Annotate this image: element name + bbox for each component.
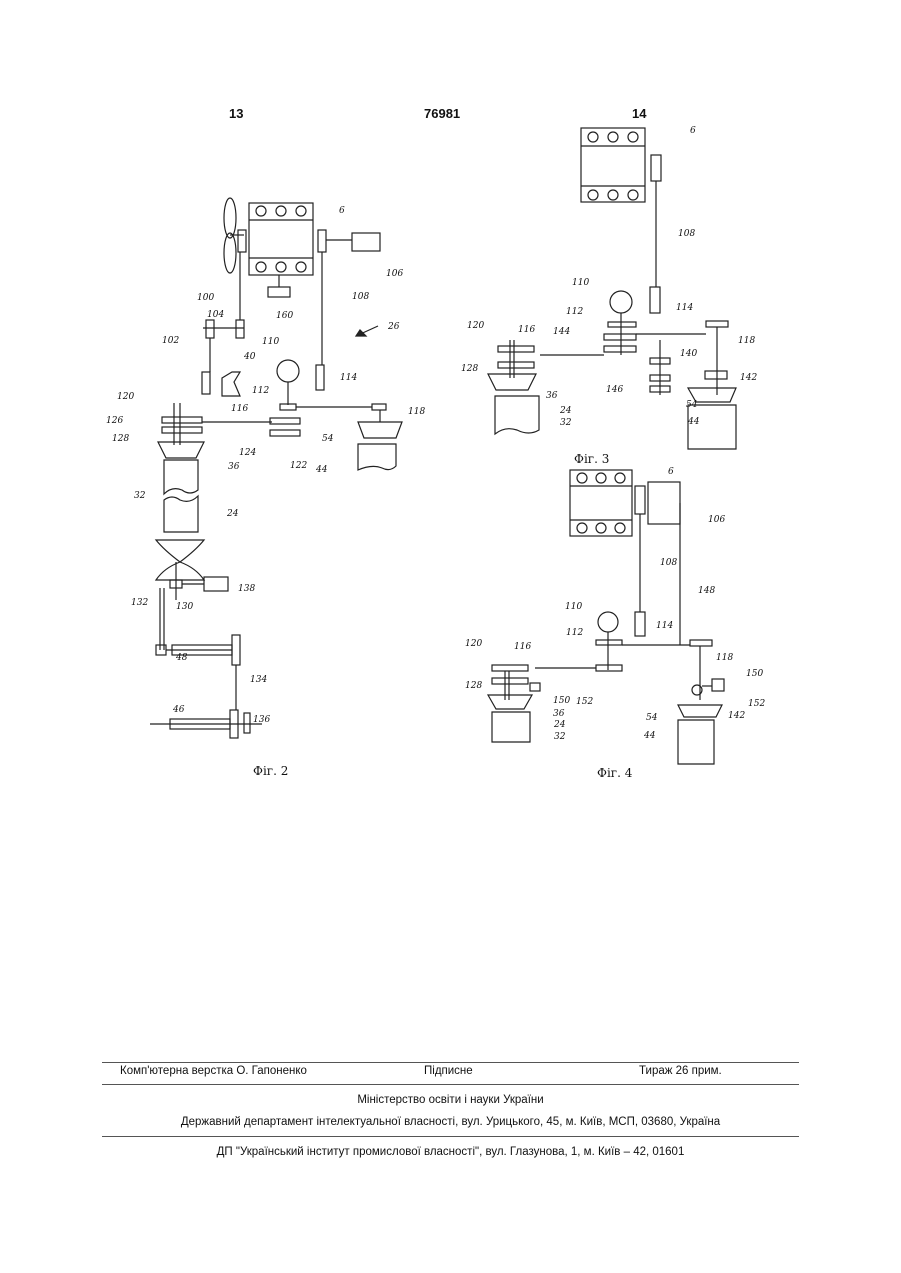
figure-4-ref-44: 44: [643, 731, 656, 741]
figure-3-ref-142: 142: [740, 373, 757, 383]
ministry: Міністерство освіти і науки України: [102, 1094, 799, 1106]
figure-3-ref-120: 120: [467, 321, 484, 331]
footer-rule-middle: [102, 1084, 799, 1085]
figure-2-ref-118: 118: [408, 407, 425, 417]
figure-2-ref-126: 126: [106, 416, 123, 426]
figure-3-ref-6: 6: [690, 126, 696, 136]
figure-3-caption: Фіг. 3: [574, 452, 609, 466]
figure-3-ref-114: 114: [676, 303, 693, 313]
figure-3-ref-54: 54: [686, 400, 698, 410]
figure-4-ref-150: 150: [553, 696, 570, 706]
figure-4-ref-116: 116: [514, 642, 531, 652]
institute: ДП "Український інститут промислової вла…: [102, 1146, 799, 1158]
figure-2-ref-108: 108: [352, 292, 369, 302]
footer-rule-bottom: [102, 1136, 799, 1137]
figure-2-ref-134: 134: [250, 675, 267, 685]
figure-4-caption: Фіг. 4: [597, 766, 633, 780]
figure-3-ref-116: 116: [518, 325, 535, 335]
circulation: Тираж 26 прим.: [639, 1065, 722, 1077]
figure-2-ref-46: 46: [172, 705, 185, 715]
figure-3-ref-108: 108: [678, 229, 695, 239]
figure-4-ref-106: 106: [708, 515, 725, 525]
figure-3-ref-24: 24: [559, 406, 572, 416]
figure-2-ref-24: 24: [226, 509, 239, 519]
figure-3-drawing: [488, 128, 736, 449]
figure-3-ref-32: 32: [560, 418, 572, 428]
figure-4-ref-118: 118: [716, 653, 733, 663]
department: Державний департамент інтелектуальної вл…: [102, 1116, 799, 1128]
figure-2-ref-104: 104: [207, 310, 224, 320]
figure-4-ref-150: 150: [746, 669, 763, 679]
figure-4-ref-148: 148: [698, 586, 715, 596]
figure-4-ref-54: 54: [646, 713, 658, 723]
figure-4-ref-108: 108: [660, 558, 677, 568]
figure-3-ref-110: 110: [572, 278, 589, 288]
figure-3-ref-118: 118: [738, 336, 755, 346]
figure-4-ref-110: 110: [565, 602, 582, 612]
figure-3-ref-36: 36: [546, 391, 558, 401]
figure-2-ref-32: 32: [134, 491, 146, 501]
figure-4-ref-6: 6: [668, 467, 674, 477]
figure-2-ref-100: 100: [197, 293, 214, 303]
figure-2-ref-40: 40: [243, 352, 256, 362]
figure-4-drawing: [488, 470, 724, 764]
figure-2-ref-122: 122: [290, 461, 307, 471]
figure-2-ref-26: 26: [387, 322, 400, 332]
figure-4-ref-112: 112: [566, 628, 583, 638]
figure-3-ref-146: 146: [606, 385, 623, 395]
figure-2-ref-138: 138: [238, 584, 255, 594]
figure-4-ref-120: 120: [465, 639, 482, 649]
figure-4-ref-24: 24: [553, 720, 566, 730]
figure-2-ref-116: 116: [231, 404, 248, 414]
figure-4-ref-36: 36: [553, 709, 565, 719]
footer-rule-top: [102, 1062, 799, 1063]
figure-2-ref-136: 136: [253, 715, 270, 725]
figure-2-drawing: [150, 198, 402, 738]
figure-2-ref-124: 124: [239, 448, 256, 458]
figure-3-ref-140: 140: [680, 349, 697, 359]
figure-4-ref-152: 152: [576, 697, 593, 707]
figure-2-ref-130: 130: [176, 602, 193, 612]
figure-4-ref-32: 32: [554, 732, 566, 742]
figure-2-ref-48: 48: [175, 653, 188, 663]
figure-2-ref-106: 106: [386, 269, 403, 279]
figure-2-ref-120: 120: [117, 392, 134, 402]
figure-3-ref-144: 144: [553, 327, 570, 337]
figure-2-ref-36: 36: [228, 462, 240, 472]
figure-2-ref-114: 114: [340, 373, 357, 383]
figure-2-ref-128: 128: [112, 434, 129, 444]
figure-2-ref-102: 102: [162, 336, 179, 346]
figure-4-ref-152: 152: [748, 699, 765, 709]
patent-drawings: 6 106 100 104 160 108 26 102 40 110 112 114 120 116 11…: [0, 0, 901, 800]
figure-2-ref-160: 160: [276, 311, 293, 321]
figure-4-ref-142: 142: [728, 711, 745, 721]
figure-3-ref-128: 128: [461, 364, 478, 374]
figure-2-ref-6: 6: [339, 206, 345, 216]
figure-2-ref-132: 132: [131, 598, 148, 608]
figure-4-ref-128: 128: [465, 681, 482, 691]
figure-3-ref-112: 112: [566, 307, 583, 317]
layout-credit: Комп'ютерна верстка О. Гапоненко: [120, 1065, 307, 1077]
figure-2-caption: Фіг. 2: [253, 764, 288, 778]
figure-4-ref-114: 114: [656, 621, 673, 631]
figure-2-ref-54: 54: [322, 434, 334, 444]
signed-label: Підписне: [424, 1065, 473, 1077]
figure-2-ref-112: 112: [252, 386, 269, 396]
figure-2-ref-44: 44: [315, 465, 328, 475]
figure-2-ref-110: 110: [262, 337, 279, 347]
figure-3-ref-44: 44: [687, 417, 700, 427]
